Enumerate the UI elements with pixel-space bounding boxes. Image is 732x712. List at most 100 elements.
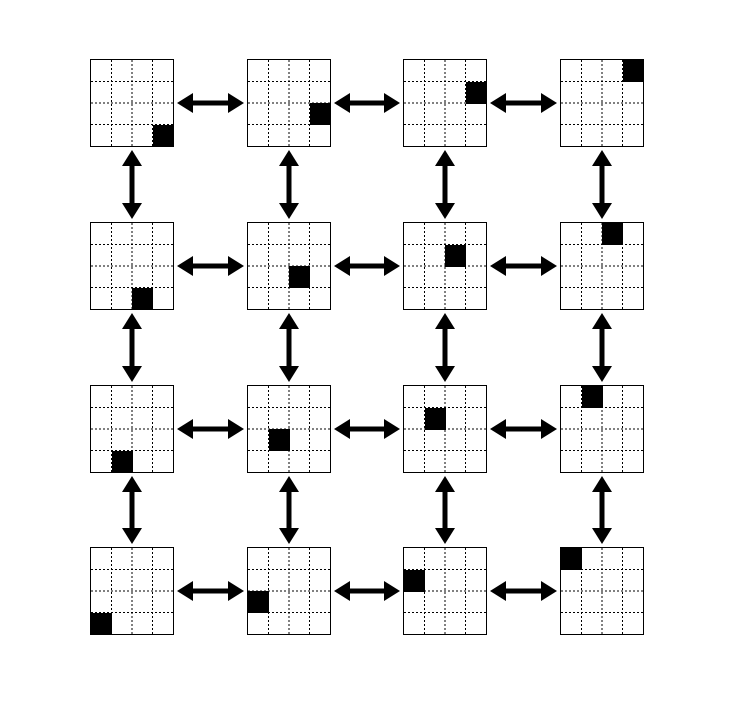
filled-cell <box>445 244 466 267</box>
state-grid-1-4 <box>560 59 644 147</box>
arrowhead <box>228 93 244 113</box>
vertical-double-arrow <box>122 150 142 219</box>
vertical-double-arrow <box>592 476 612 544</box>
state-grid-3-3 <box>403 385 487 473</box>
arrowhead <box>435 203 455 219</box>
horizontal-double-arrow <box>490 93 557 113</box>
state-grid-2-1 <box>90 222 174 310</box>
horizontal-double-arrow <box>490 419 557 439</box>
arrowhead <box>334 581 350 601</box>
horizontal-double-arrow <box>177 93 244 113</box>
arrowhead <box>592 366 612 382</box>
arrowhead <box>334 256 350 276</box>
arrowhead <box>279 528 299 544</box>
arrowhead <box>279 366 299 382</box>
filled-cell <box>404 569 425 592</box>
arrowhead <box>177 581 193 601</box>
state-grid-4-3 <box>403 547 487 635</box>
arrowhead <box>490 93 506 113</box>
arrowhead <box>541 581 557 601</box>
arrowhead <box>490 256 506 276</box>
vertical-double-arrow <box>435 313 455 382</box>
vertical-double-arrow <box>279 150 299 219</box>
arrowhead <box>435 528 455 544</box>
arrowhead <box>435 476 455 492</box>
arrowhead <box>177 419 193 439</box>
horizontal-double-arrow <box>334 419 400 439</box>
filled-cell <box>268 429 290 451</box>
state-grid-4-2 <box>247 547 331 635</box>
arrowhead <box>435 313 455 329</box>
horizontal-double-arrow <box>334 581 400 601</box>
filled-cell <box>248 591 269 613</box>
vertical-double-arrow <box>279 313 299 382</box>
arrowhead <box>334 93 350 113</box>
arrowhead <box>592 528 612 544</box>
horizontal-double-arrow <box>490 256 557 276</box>
arrowhead <box>228 419 244 439</box>
arrowhead <box>592 203 612 219</box>
arrowhead <box>122 366 142 382</box>
arrowhead <box>592 476 612 492</box>
vertical-double-arrow <box>279 476 299 544</box>
filled-cell <box>602 223 623 245</box>
arrowhead <box>435 366 455 382</box>
state-grid-4-4 <box>560 547 644 635</box>
arrowhead <box>541 419 557 439</box>
state-grid-1-2 <box>247 59 331 147</box>
arrowhead <box>228 256 244 276</box>
filled-cell <box>132 287 153 310</box>
filled-cell <box>581 386 603 408</box>
state-grid-4-1 <box>90 547 174 635</box>
arrowhead <box>122 203 142 219</box>
arrowhead <box>592 150 612 166</box>
filled-cell <box>111 450 133 473</box>
state-grid-1-1 <box>90 59 174 147</box>
horizontal-double-arrow <box>177 581 244 601</box>
horizontal-double-arrow <box>177 419 244 439</box>
state-grid-2-2 <box>247 222 331 310</box>
arrowhead <box>122 528 142 544</box>
vertical-double-arrow <box>435 476 455 544</box>
state-grid-1-3 <box>403 59 487 147</box>
vertical-double-arrow <box>592 313 612 382</box>
state-grid-3-1 <box>90 385 174 473</box>
arrowhead <box>177 256 193 276</box>
arrowhead <box>384 419 400 439</box>
filled-cell <box>424 407 446 430</box>
filled-cell <box>152 124 174 147</box>
arrowhead <box>592 313 612 329</box>
arrowhead <box>435 150 455 166</box>
horizontal-double-arrow <box>177 256 244 276</box>
filled-cell <box>289 266 310 288</box>
state-grid-3-2 <box>247 385 331 473</box>
arrowhead <box>279 476 299 492</box>
arrowhead <box>279 313 299 329</box>
arrowhead <box>490 419 506 439</box>
arrowhead <box>122 476 142 492</box>
arrowhead <box>334 419 350 439</box>
horizontal-double-arrow <box>334 93 400 113</box>
arrowhead <box>122 313 142 329</box>
horizontal-double-arrow <box>334 256 400 276</box>
arrowhead <box>541 93 557 113</box>
filled-cell <box>561 548 582 570</box>
state-grid-2-3 <box>403 222 487 310</box>
state-grid-3-4 <box>560 385 644 473</box>
arrowhead <box>384 256 400 276</box>
vertical-double-arrow <box>122 476 142 544</box>
vertical-double-arrow <box>122 313 142 382</box>
arrowhead <box>122 150 142 166</box>
horizontal-double-arrow <box>490 581 557 601</box>
arrowhead <box>490 581 506 601</box>
arrowhead <box>384 93 400 113</box>
arrowhead <box>279 150 299 166</box>
arrowhead <box>541 256 557 276</box>
vertical-double-arrow <box>435 150 455 219</box>
filled-cell <box>309 103 331 125</box>
filled-cell <box>91 612 112 635</box>
vertical-double-arrow <box>592 150 612 219</box>
arrowhead <box>279 203 299 219</box>
arrowhead <box>228 581 244 601</box>
